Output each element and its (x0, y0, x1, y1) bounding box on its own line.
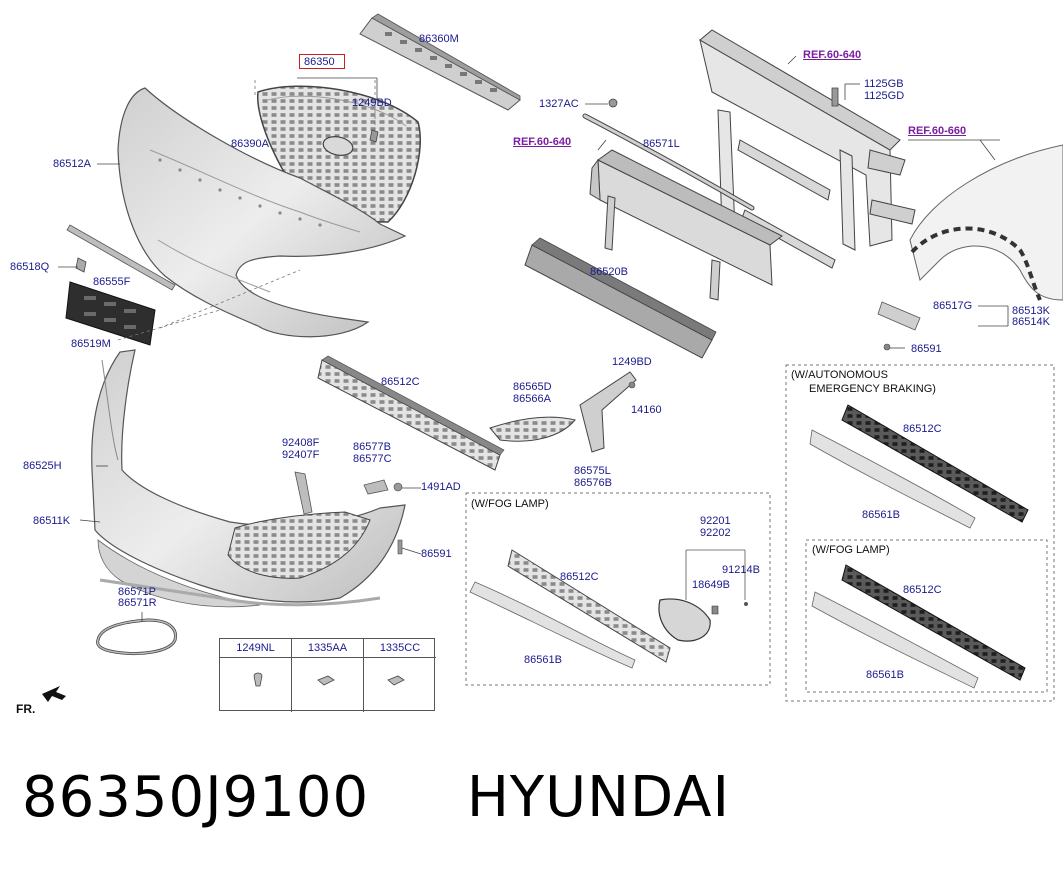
label-1125gb[interactable]: 1125GB (864, 78, 904, 90)
aeb-lower-grille-86512c (841, 404, 1029, 523)
front-indicator: FR. (16, 702, 36, 716)
fog-lower-grille-86512c (507, 549, 671, 663)
label-86519m[interactable]: 86519M (71, 338, 111, 350)
reflector-92408f (294, 471, 313, 515)
aeb-box-title-2: EMERGENCY BRAKING) (809, 383, 936, 395)
lower-bumper-cover-86511k (91, 349, 406, 608)
license-bracket-86519m (65, 281, 156, 346)
table-cell-1335aa (292, 658, 364, 712)
aeb-fog-grille-86512c (841, 564, 1026, 681)
highlight-frame (299, 54, 345, 69)
cover-86565d (489, 416, 576, 442)
bumper-beam-86571l (589, 149, 783, 301)
label-86561b-aeb[interactable]: 86561B (862, 509, 900, 521)
label-86512c-fog[interactable]: 86512C (560, 571, 599, 583)
fog-lamp-92201 (658, 598, 711, 642)
label-1125gd[interactable]: 1125GD (864, 90, 905, 102)
part-86518q (75, 257, 87, 273)
label-86565d[interactable]: 86565D (513, 381, 552, 393)
label-92202[interactable]: 92202 (700, 527, 731, 539)
label-86350[interactable]: 86350 (304, 56, 335, 68)
cover-86577b (363, 479, 389, 495)
label-91214b[interactable]: 91214B (722, 564, 760, 576)
label-86591-left[interactable]: 86591 (421, 548, 452, 560)
label-86514k[interactable]: 86514K (1012, 316, 1050, 328)
bracket-86517g (877, 301, 921, 331)
ref-60-660[interactable]: REF.60-660 (908, 125, 967, 137)
table-header-1335cc[interactable]: 1335CC (364, 639, 436, 658)
upper-bracket-86360m (359, 13, 521, 111)
label-86566a[interactable]: 86566A (513, 393, 551, 405)
molding-86555f (66, 224, 176, 291)
label-86561b-fog[interactable]: 86561B (524, 654, 562, 666)
label-1491ad[interactable]: 1491AD (421, 481, 461, 493)
fog-molding-86561b (469, 581, 636, 669)
label-86571r[interactable]: 86571R (118, 597, 157, 609)
aeb-fog-molding-86561b (811, 591, 979, 689)
label-18649b[interactable]: 18649B (692, 579, 730, 591)
label-1249bd-mid[interactable]: 1249BD (612, 356, 652, 368)
label-14160[interactable]: 14160 (631, 404, 662, 416)
label-86571p[interactable]: 86571P (118, 586, 156, 598)
bolt-1327ac (608, 98, 618, 108)
label-86390a[interactable]: 86390A (231, 138, 269, 150)
label-86591-right[interactable]: 86591 (911, 343, 942, 355)
ref-60-640-top[interactable]: REF.60-640 (803, 49, 862, 61)
label-86520b[interactable]: 86520B (590, 266, 628, 278)
front-arrow-icon (42, 686, 66, 702)
lower-grille-86512c (317, 355, 505, 471)
bolt-1125gb (831, 87, 839, 107)
fastener-table: 1249NL 1335AA 1335CC (219, 638, 436, 712)
table-header-1249nl[interactable]: 1249NL (220, 639, 292, 658)
bumper-cover-86512a (117, 87, 407, 338)
table-fastener-icons (253, 672, 405, 687)
aeb-molding-86561b (809, 429, 976, 529)
label-86525h[interactable]: 86525H (23, 460, 62, 472)
label-86513k[interactable]: 86513K (1012, 305, 1050, 317)
label-86575l[interactable]: 86575L (574, 465, 611, 477)
part-caption: 86350J9100 HYUNDAI (22, 765, 730, 830)
aeb-box-title-1: (W/AUTONOMOUS (791, 369, 888, 381)
fog-box-title: (W/FOG LAMP) (471, 498, 549, 510)
label-92201[interactable]: 92201 (700, 515, 731, 527)
label-86360m[interactable]: 86360M (419, 33, 459, 45)
label-86571l[interactable]: 86571L (643, 138, 680, 150)
label-86561b-aeb-fog[interactable]: 86561B (866, 669, 904, 681)
label-86577b[interactable]: 86577B (353, 441, 391, 453)
label-92408f[interactable]: 92408F (282, 437, 320, 449)
caption-brand: HYUNDAI (466, 765, 730, 830)
label-1249bd-top[interactable]: 1249BD (352, 97, 392, 109)
label-1327ac[interactable]: 1327AC (539, 98, 579, 110)
label-92407f[interactable]: 92407F (282, 449, 320, 461)
energy-absorber-86520b (524, 237, 717, 359)
label-86517g[interactable]: 86517G (933, 300, 973, 312)
ref-60-640-left[interactable]: REF.60-640 (513, 136, 572, 148)
fog-lamp-box (465, 492, 771, 686)
label-86511k[interactable]: 86511K (33, 515, 71, 527)
aeb-fog-box (805, 539, 1048, 693)
bracket-86575l (579, 371, 637, 453)
label-86512c-mid[interactable]: 86512C (381, 376, 420, 388)
label-86512a[interactable]: 86512A (53, 158, 91, 170)
label-86518q[interactable]: 86518Q (10, 261, 50, 273)
table-cell-1249nl (220, 658, 292, 712)
label-86577c[interactable]: 86577C (353, 453, 392, 465)
aeb-box (785, 364, 1055, 702)
aeb-fog-box-title: (W/FOG LAMP) (812, 544, 890, 556)
fender (909, 144, 1063, 301)
label-86576b[interactable]: 86576B (574, 477, 612, 489)
label-86555f[interactable]: 86555F (93, 276, 131, 288)
caption-part-number: 86350J9100 (22, 765, 370, 830)
table-header-1335aa[interactable]: 1335AA (292, 639, 364, 658)
label-86512c-aeb[interactable]: 86512C (903, 423, 942, 435)
label-86512c-aeb-fog[interactable]: 86512C (903, 584, 942, 596)
